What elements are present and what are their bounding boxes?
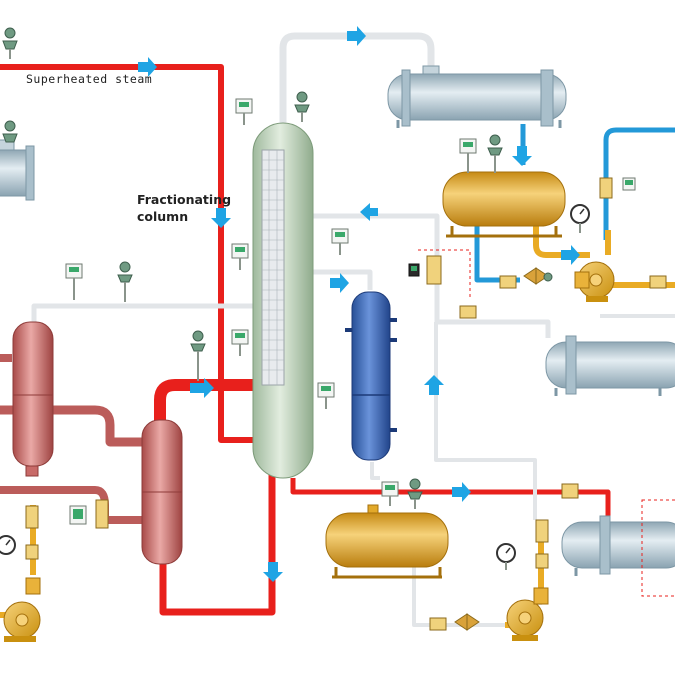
feed-heater bbox=[12, 321, 54, 477]
flow-meter bbox=[25, 544, 39, 560]
flow-meters bbox=[25, 177, 667, 631]
flow-meter bbox=[535, 553, 549, 569]
control-signal-line bbox=[418, 249, 471, 300]
flow-arrow bbox=[347, 26, 366, 46]
indicator-transmitter bbox=[317, 382, 335, 409]
fractionating-column-label: Fractionating column bbox=[137, 191, 231, 225]
flow-meter bbox=[561, 483, 579, 499]
fractionating-column bbox=[252, 122, 314, 479]
side-exchanger bbox=[345, 291, 397, 461]
flow-meter bbox=[599, 177, 613, 199]
pressure-transmitter bbox=[407, 478, 423, 509]
column-label-line-1: Fractionating bbox=[137, 192, 232, 207]
battery-limit-box bbox=[641, 499, 675, 597]
steam-pipes bbox=[0, 64, 611, 616]
pressure-transmitter bbox=[294, 91, 310, 122]
column-label-line-2: column bbox=[137, 209, 189, 224]
flow-meter bbox=[459, 305, 477, 319]
bottoms-pump bbox=[506, 587, 549, 641]
indicator-transmitter bbox=[459, 138, 477, 173]
flow-meter bbox=[95, 499, 109, 529]
indicator-transmitter bbox=[235, 98, 253, 125]
indicator-transmitters bbox=[65, 98, 636, 525]
pressure-gauge bbox=[0, 535, 16, 555]
pressure-gauges bbox=[0, 204, 590, 570]
feed-pump bbox=[3, 577, 41, 642]
pressure-transmitter bbox=[2, 120, 18, 143]
pressure-transmitter bbox=[117, 261, 133, 302]
overhead-condenser bbox=[387, 65, 567, 128]
flow-meter bbox=[499, 275, 517, 289]
reflux-drum bbox=[442, 171, 566, 238]
flow-arrow bbox=[190, 378, 214, 398]
pressure-transmitter bbox=[543, 272, 553, 282]
control-valve bbox=[523, 267, 549, 285]
flow-arrows bbox=[138, 26, 580, 582]
steam-separator bbox=[0, 139, 35, 201]
superheated-steam-label: Superheated steam bbox=[26, 72, 153, 86]
pressure-transmitters bbox=[2, 27, 553, 509]
indicator-transmitter bbox=[65, 263, 83, 300]
flow-arrow bbox=[211, 208, 231, 228]
flow-arrow bbox=[360, 203, 378, 221]
flow-arrow bbox=[263, 562, 283, 582]
flow-arrow bbox=[424, 375, 444, 395]
indicator-transmitter bbox=[231, 329, 249, 356]
flow-meter bbox=[25, 505, 39, 529]
indicator-transmitter bbox=[331, 228, 349, 255]
pressure-transmitter bbox=[2, 27, 18, 59]
product-cooler bbox=[545, 335, 675, 396]
bottoms-drum bbox=[325, 504, 449, 579]
indicator-transmitter bbox=[231, 243, 249, 270]
pressure-gauge bbox=[496, 543, 516, 570]
indicator-transmitter bbox=[622, 177, 636, 191]
indicator-transmitter bbox=[408, 263, 420, 277]
bottoms-cooler bbox=[561, 515, 675, 576]
flow-arrow bbox=[561, 245, 580, 265]
flow-meter bbox=[649, 275, 667, 289]
control-valve bbox=[454, 613, 480, 631]
reflux-pump bbox=[574, 261, 615, 302]
pressure-transmitter bbox=[487, 134, 503, 173]
flow-meter bbox=[426, 255, 442, 285]
flow-arrow bbox=[452, 482, 471, 502]
flow-arrow bbox=[138, 57, 157, 77]
flow-meter bbox=[429, 617, 447, 631]
indicator-transmitter bbox=[381, 481, 399, 506]
flow-arrow bbox=[330, 273, 349, 293]
indicator-transmitter bbox=[69, 505, 87, 525]
pressure-transmitter bbox=[190, 330, 206, 381]
flow-arrow bbox=[512, 146, 532, 166]
pressure-gauge bbox=[570, 204, 590, 233]
control-valves bbox=[454, 267, 549, 631]
flow-meter bbox=[535, 519, 549, 543]
column-packing-grid bbox=[262, 150, 284, 385]
reboiler bbox=[141, 419, 183, 565]
column-packing bbox=[261, 149, 285, 386]
